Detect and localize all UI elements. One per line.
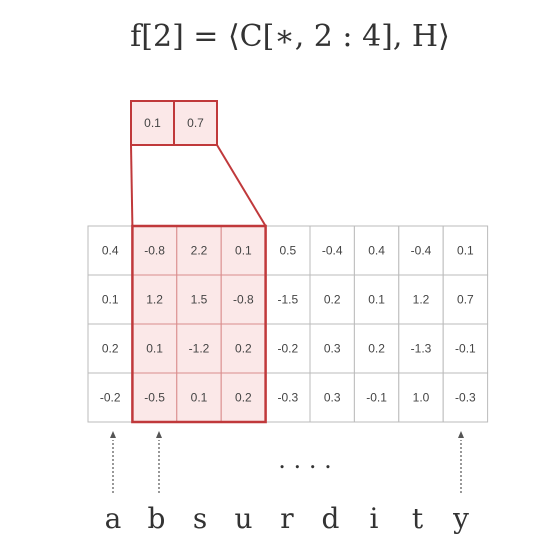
matrix-cell-value: -0.2: [100, 391, 121, 405]
character-label: t: [412, 502, 424, 535]
matrix-cell: [353, 323, 400, 374]
character-label: d: [322, 502, 340, 535]
matrix-cell-value: 0.2: [235, 342, 252, 356]
matrix-cell-value: 0.2: [324, 293, 341, 307]
matrix-cell: [398, 323, 444, 374]
matrix-cell: [309, 274, 355, 325]
matrix-cell-value: -0.8: [233, 293, 254, 307]
matrix-cell-value: -0.4: [322, 244, 343, 258]
matrix-cell-value: 0.2: [235, 391, 252, 405]
matrix-cell-value: 0.4: [102, 244, 119, 258]
matrix-cell: [220, 225, 267, 276]
matrix-cell-value: 0.2: [102, 342, 119, 356]
character-label: r: [280, 502, 294, 535]
character-label: s: [193, 502, 207, 535]
character-label: i: [370, 502, 379, 535]
matrix-cell: [309, 372, 355, 423]
pointer-arrows: [110, 431, 464, 493]
matrix-cell-value: -1.3: [411, 342, 432, 356]
filter-values: 0.1 0.7: [130, 100, 267, 227]
matrix-cell: [309, 225, 355, 276]
arrow-head: [156, 431, 162, 438]
matrix-cell-value: 0.7: [457, 293, 474, 307]
matrix-cell-value: -0.3: [277, 391, 298, 405]
connector-line: [130, 144, 134, 227]
matrix-cell: [265, 372, 311, 423]
matrix-cell-value: -0.8: [144, 244, 165, 258]
matrix-cell: [176, 274, 222, 325]
filter-value: 0.7: [187, 116, 204, 130]
highlight-window: [131, 224, 267, 424]
matrix-cell: [87, 323, 133, 374]
matrix-cell: [87, 225, 133, 276]
matrix-cell: [131, 323, 178, 374]
ellipsis: . . . .: [278, 446, 331, 474]
matrix-cell: [442, 225, 489, 276]
matrix-cell-value: 0.4: [368, 244, 385, 258]
matrix-cell-value: -0.1: [366, 391, 387, 405]
matrix-cell-value: -0.4: [411, 244, 432, 258]
arrow-head: [110, 431, 116, 438]
matrix-cell-value: -0.1: [455, 342, 476, 356]
matrix-cell-value: 0.1: [457, 244, 474, 258]
matrix-cell: [442, 274, 489, 325]
matrix-cell-value: 0.1: [146, 342, 163, 356]
matrix-cell: [398, 372, 444, 423]
matrix-cell: [398, 274, 444, 325]
matrix-cell-value: 1.0: [413, 391, 430, 405]
connector-line: [216, 144, 267, 227]
filter-value: 0.1: [144, 116, 161, 130]
arrow-head: [458, 431, 464, 438]
matrix-cell-value: 1.2: [146, 293, 163, 307]
matrix-cell: [87, 274, 133, 325]
matrix-cell-value: 0.2: [368, 342, 385, 356]
character-label: b: [148, 502, 166, 535]
matrix-cell: [442, 372, 489, 423]
filter-cell: [173, 100, 218, 146]
matrix-cell-value: 1.2: [413, 293, 430, 307]
character-label: u: [234, 502, 252, 535]
character-label: y: [452, 502, 469, 535]
matrix-cell: [176, 323, 222, 374]
matrix-cell-value: 0.3: [324, 342, 341, 356]
matrix-cell-value: 0.1: [235, 244, 252, 258]
matrix-cell: [442, 323, 489, 374]
matrix-cell: [131, 372, 178, 423]
matrix-cell: [353, 372, 400, 423]
character-label: a: [105, 502, 122, 535]
matrix-cell-value: 0.1: [191, 391, 208, 405]
matrix-cell-value: 2.2: [191, 244, 208, 258]
matrix-cell-value: 0.1: [368, 293, 385, 307]
matrix-cell-value: 0.3: [324, 391, 341, 405]
matrix-cell-value: -0.5: [144, 391, 165, 405]
matrix-cell-value: 0.1: [102, 293, 119, 307]
matrix-cell-value: 1.5: [191, 293, 208, 307]
matrix-cell: [353, 274, 400, 325]
matrix-cell-value: -1.5: [277, 293, 298, 307]
matrix-cell-value: -0.3: [455, 391, 476, 405]
character-embedding-matrix: 0.4 -0.8 2.2 0.1 0.5 -0.4 0.4 -0.4 0.1 0.1 1.2 1.5 -…: [87, 224, 489, 424]
filter-cell: [130, 100, 175, 146]
formula-title: f[2] = ⟨C[∗, 2 : 4], H⟩: [130, 19, 450, 54]
matrix-cell-value: 0.5: [279, 244, 296, 258]
matrix-cell-value: -0.2: [277, 342, 298, 356]
matrix-cell-value: -1.2: [189, 342, 210, 356]
matrix-cell: [398, 225, 444, 276]
